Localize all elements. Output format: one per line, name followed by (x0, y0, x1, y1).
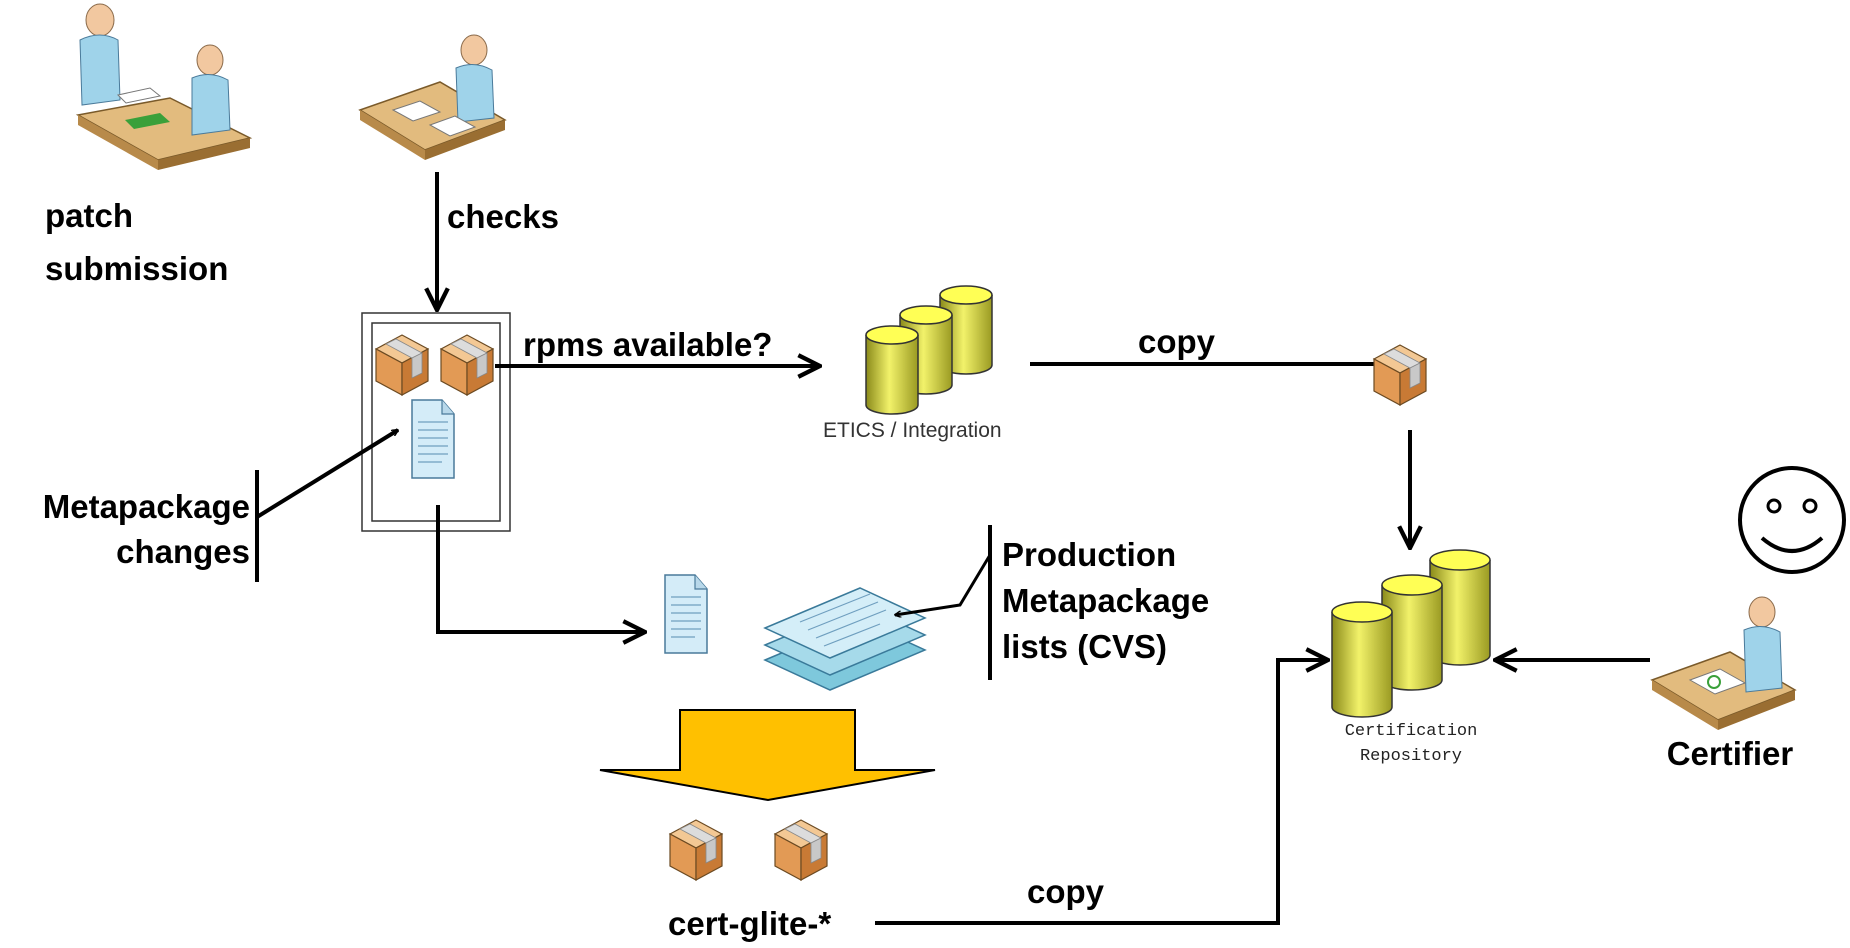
metapackage-arrow (255, 428, 398, 519)
production-label-line3: lists (CVS) (1002, 628, 1167, 665)
checks-label: checks (447, 198, 559, 235)
package-icon (669, 819, 723, 881)
copy-bottom-label: copy (1027, 873, 1105, 910)
cert-repo-label-line2: Repository (1360, 747, 1462, 766)
production-label-line2: Metapackage (1002, 582, 1209, 619)
database-icon (865, 285, 993, 415)
package-icon (1373, 344, 1427, 406)
patch-label-line1: patch (45, 197, 133, 234)
patch-label-line2: submission (45, 250, 228, 287)
cert-glite-label: cert-glite-* (668, 905, 831, 942)
copy-top-label: copy (1138, 323, 1216, 360)
metapackage-label-line2: changes (116, 533, 250, 570)
rpms-available-label: rpms available? (523, 326, 772, 363)
frame-to-doc-arrow (436, 505, 645, 632)
database-icon (1331, 549, 1491, 718)
metapackage-label-line1: Metapackage (43, 488, 250, 525)
big-down-arrow-icon (599, 709, 936, 802)
person-checking-icon (358, 34, 507, 160)
person-signing-icon (1650, 596, 1797, 730)
certifier-label: Certifier (1667, 735, 1794, 772)
production-label-line1: Production (1002, 536, 1176, 573)
package-icon (774, 819, 828, 881)
smiley-icon (1738, 466, 1846, 574)
cert-repo-label-line1: Certification (1345, 722, 1478, 741)
etics-label: ETICS / Integration (823, 419, 1002, 442)
production-arrow (895, 554, 992, 615)
document-stack-icon (763, 587, 927, 691)
copy-bottom-arrow (875, 660, 1328, 925)
document-icon (664, 574, 708, 654)
people-meeting-icon (75, 3, 253, 170)
document-icon (411, 399, 455, 479)
